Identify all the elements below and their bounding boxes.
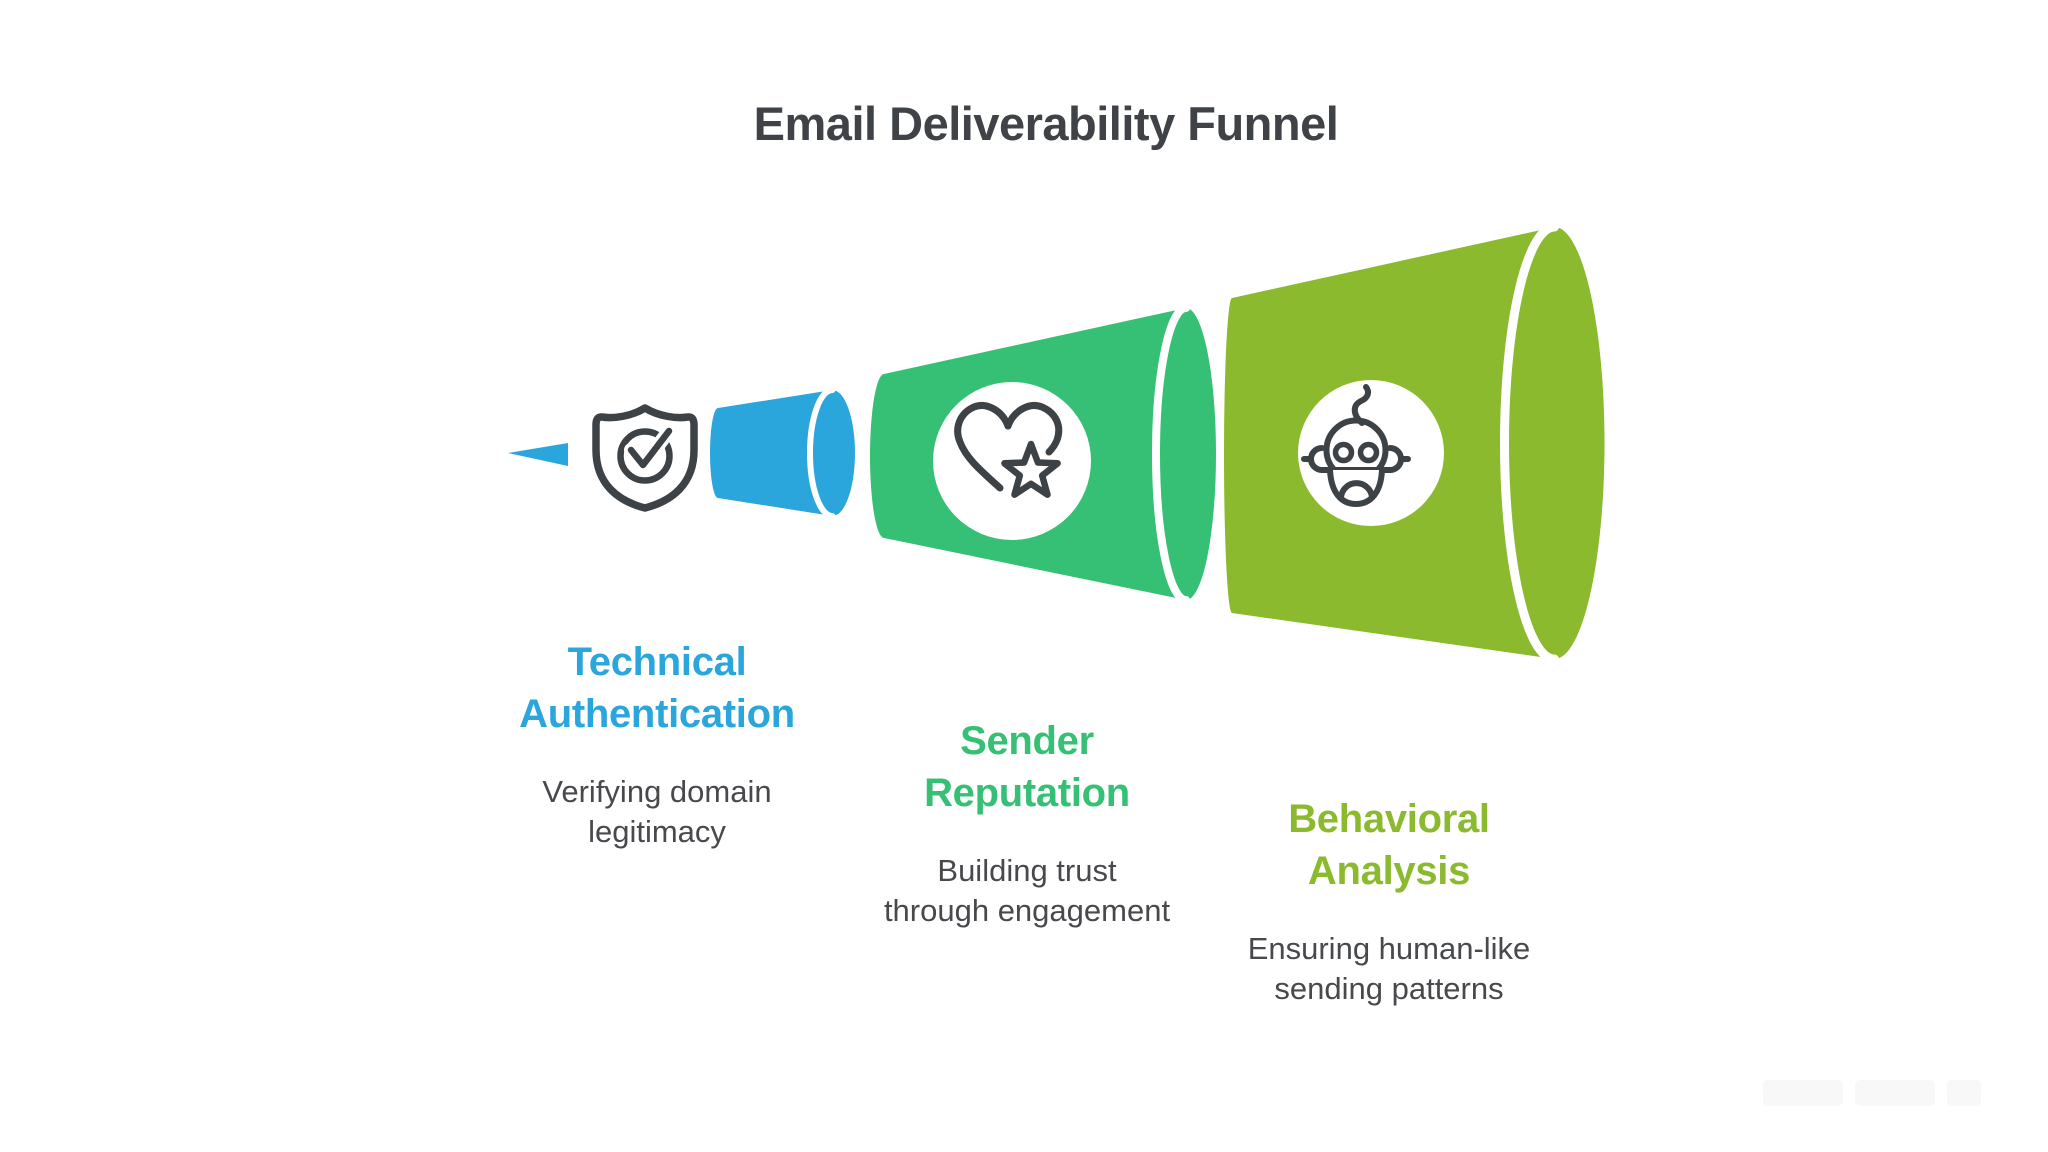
heart-left-curve xyxy=(954,402,1012,492)
shield-check-icon xyxy=(592,404,698,512)
stage-description: Verifying domain legitimacy xyxy=(542,774,772,849)
robot-head xyxy=(1323,417,1389,473)
stage-heading: Technical Authentication xyxy=(519,640,795,736)
watermark-blob xyxy=(1947,1080,1981,1106)
cap-rim-line xyxy=(1152,304,1190,604)
funnel-body-small xyxy=(710,390,855,516)
watermark xyxy=(1763,1080,1993,1108)
stage-label-sender-reputation: Sender Reputation Building trust through… xyxy=(807,715,1247,931)
watermark-blob xyxy=(1855,1080,1935,1106)
robot-antenna xyxy=(1351,384,1372,426)
check-mark xyxy=(627,427,673,469)
funnel-segment-sender-reputation xyxy=(870,304,1216,604)
funnel-segment-technical-authentication xyxy=(508,387,855,519)
heart-star-icon xyxy=(954,402,1063,498)
cap-rim-line xyxy=(1500,222,1559,664)
stage-label-behavioral-analysis: Behavioral Analysis Ensuring human-like … xyxy=(1169,793,1609,1009)
check-circle xyxy=(617,428,673,484)
watermark-blob xyxy=(1763,1080,1843,1106)
robot-eye-right xyxy=(1357,441,1380,464)
stage-description: Ensuring human-like sending patterns xyxy=(1247,931,1531,1006)
star xyxy=(1001,440,1061,498)
robot-eye-left xyxy=(1332,441,1355,464)
robot-mouth-frown xyxy=(1338,480,1375,500)
funnel-segment-behavioral-analysis xyxy=(1224,222,1605,664)
robot-icon xyxy=(1301,384,1411,507)
stage-description: Building trust through engagement xyxy=(883,853,1171,928)
cap-rim-line xyxy=(807,387,836,519)
stage-heading: Sender Reputation xyxy=(924,719,1130,815)
stage-heading: Behavioral Analysis xyxy=(1288,797,1490,893)
heart-right-curve xyxy=(1004,402,1063,456)
stage-label-technical-authentication: Technical Authentication Verifying domai… xyxy=(437,636,877,852)
page-title: Email Deliverability Funnel xyxy=(753,97,1339,150)
funnel-tip-triangle xyxy=(508,443,568,466)
